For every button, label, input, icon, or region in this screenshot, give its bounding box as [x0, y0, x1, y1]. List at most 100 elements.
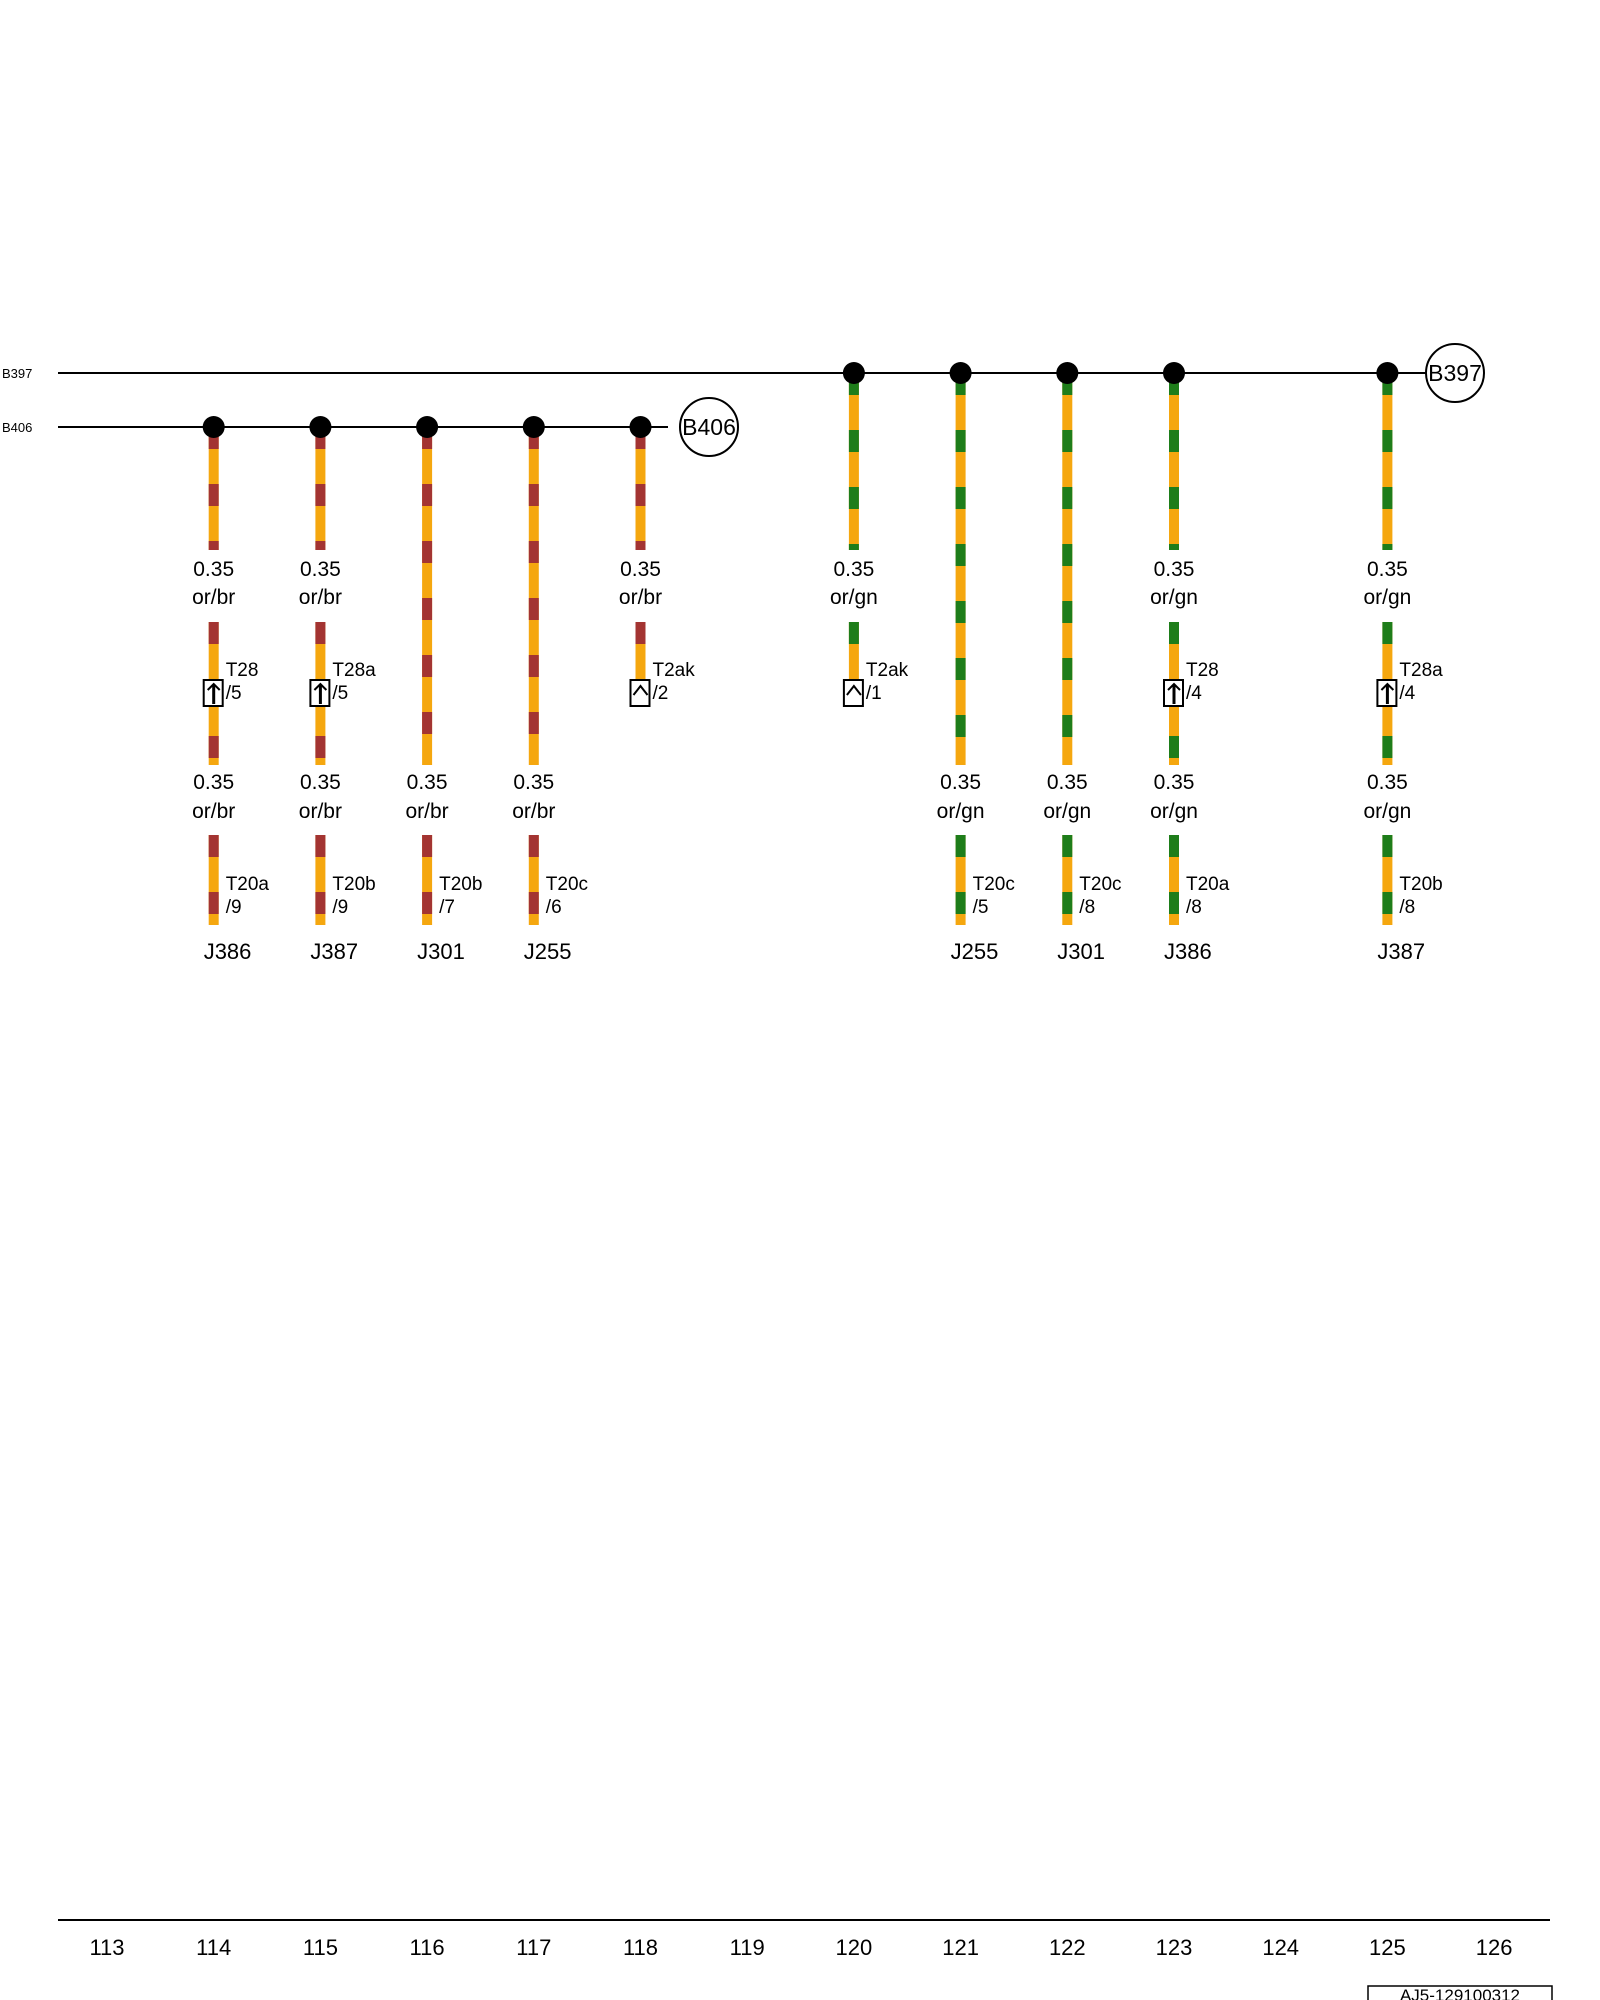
bus-ref-circle-B397: [1425, 343, 1485, 403]
wire-color-code: or/gn: [1150, 800, 1198, 823]
connector-pin: /5: [226, 683, 242, 704]
end-connector-label: T20c: [973, 874, 1015, 895]
column-number: 121: [942, 1935, 979, 1960]
wire-color-code: or/br: [299, 586, 342, 609]
splice-dot: [629, 416, 652, 438]
column-number: 123: [1156, 1935, 1193, 1960]
wire-color-code: or/gn: [1043, 800, 1091, 823]
wire-color-code: or/gn: [1363, 586, 1411, 609]
bus-lines: B397 B406 B397 B406: [2, 343, 1485, 457]
end-connector-label: T20c: [546, 874, 588, 895]
connector-label: T2ak: [653, 660, 696, 681]
end-connector-label: T20a: [1186, 874, 1230, 895]
wire-gauge: 0.35: [1047, 771, 1088, 794]
end-connector-label: T20b: [439, 874, 482, 895]
connector-plug-icon: [846, 684, 862, 696]
wire-gauge: 0.35: [300, 558, 341, 581]
column-number: 116: [410, 1935, 445, 1960]
wire-gauge: 0.35: [513, 771, 554, 794]
wire-gauge: 0.35: [833, 558, 874, 581]
wire-color-code: or/br: [299, 800, 342, 823]
connector-pin: /4: [1186, 683, 1202, 704]
end-connector-pin: /6: [546, 897, 562, 918]
connector-arrow-icon: [1380, 682, 1395, 691]
wire-gauge: 0.35: [620, 558, 661, 581]
connector-arrow-icon: [313, 682, 328, 691]
end-connector-label: T20b: [1399, 874, 1442, 895]
splice-dot: [842, 362, 865, 384]
connector-pin: /2: [653, 683, 669, 704]
wire-color-code: or/gn: [1363, 800, 1411, 823]
wire-color-code: or/br: [406, 800, 449, 823]
splice-dot: [949, 362, 972, 384]
column-number: 124: [1262, 1935, 1299, 1960]
wire-gauge: 0.35: [193, 771, 234, 794]
connector-label: T28: [226, 660, 259, 681]
column-number: 126: [1476, 1935, 1513, 1960]
connector-label: T2ak: [866, 660, 909, 681]
splice-dot: [416, 416, 439, 438]
component-label: J301: [417, 939, 465, 964]
column-number: 122: [1049, 1935, 1086, 1960]
end-connector-pin: /5: [973, 897, 989, 918]
column-number: 115: [303, 1935, 338, 1960]
connector-pin: /4: [1399, 683, 1415, 704]
wire-gauge: 0.35: [1367, 558, 1408, 581]
doc-id-box: [1367, 1985, 1553, 2000]
splice-dot: [522, 416, 545, 438]
column-number: 113: [89, 1935, 124, 1960]
component-label: J386: [204, 939, 252, 964]
splice-dot: [1163, 362, 1185, 384]
end-connector-pin: /9: [226, 897, 242, 918]
bus-label-B406: B406: [2, 420, 32, 435]
wire-color-code: or/gn: [1150, 586, 1198, 609]
column-number: 117: [516, 1935, 551, 1960]
wires: 0.35or/brT28/50.35or/brT20a/9J3860.35or/…: [192, 362, 1443, 964]
component-label: J387: [1377, 939, 1425, 964]
end-connector-label: T20b: [332, 874, 375, 895]
wire-gauge: 0.35: [940, 771, 981, 794]
connector-pin-icon: [842, 679, 864, 707]
column-number: 114: [196, 1935, 231, 1960]
wire-color-code: or/br: [619, 586, 662, 609]
bus-ref-circle-B406: [679, 397, 739, 457]
wire-gauge: 0.35: [300, 771, 341, 794]
wire-color-code: or/br: [192, 586, 235, 609]
end-connector-label: T20a: [226, 874, 270, 895]
column-number: 125: [1369, 1935, 1406, 1960]
end-connector-label: T20c: [1079, 874, 1121, 895]
splice-dot: [202, 416, 225, 438]
connector-label: T28a: [332, 660, 376, 681]
component-label: J386: [1164, 939, 1212, 964]
connector-pin: /1: [866, 683, 882, 704]
splice-dot: [309, 416, 332, 438]
wire-gauge: 0.35: [1154, 558, 1195, 581]
wire-color-code: or/br: [192, 800, 235, 823]
wire-gauge: 0.35: [407, 771, 448, 794]
column-number: 118: [623, 1935, 658, 1960]
component-label: J255: [524, 939, 572, 964]
component-label: J301: [1057, 939, 1105, 964]
connector-pin: /5: [332, 683, 348, 704]
wire-color-code: or/br: [512, 800, 555, 823]
connector-arrow-icon: [1167, 682, 1181, 691]
end-connector-pin: /8: [1186, 897, 1202, 918]
bus-ref-B397: B397: [1428, 360, 1482, 386]
connector-arrow-icon: [206, 682, 221, 691]
wire-color-code: or/gn: [937, 800, 985, 823]
wire-gauge: 0.35: [193, 558, 234, 581]
wire-gauge: 0.35: [1154, 771, 1195, 794]
bus-label-B397: B397: [2, 366, 32, 381]
connector-plug-icon: [632, 684, 649, 696]
